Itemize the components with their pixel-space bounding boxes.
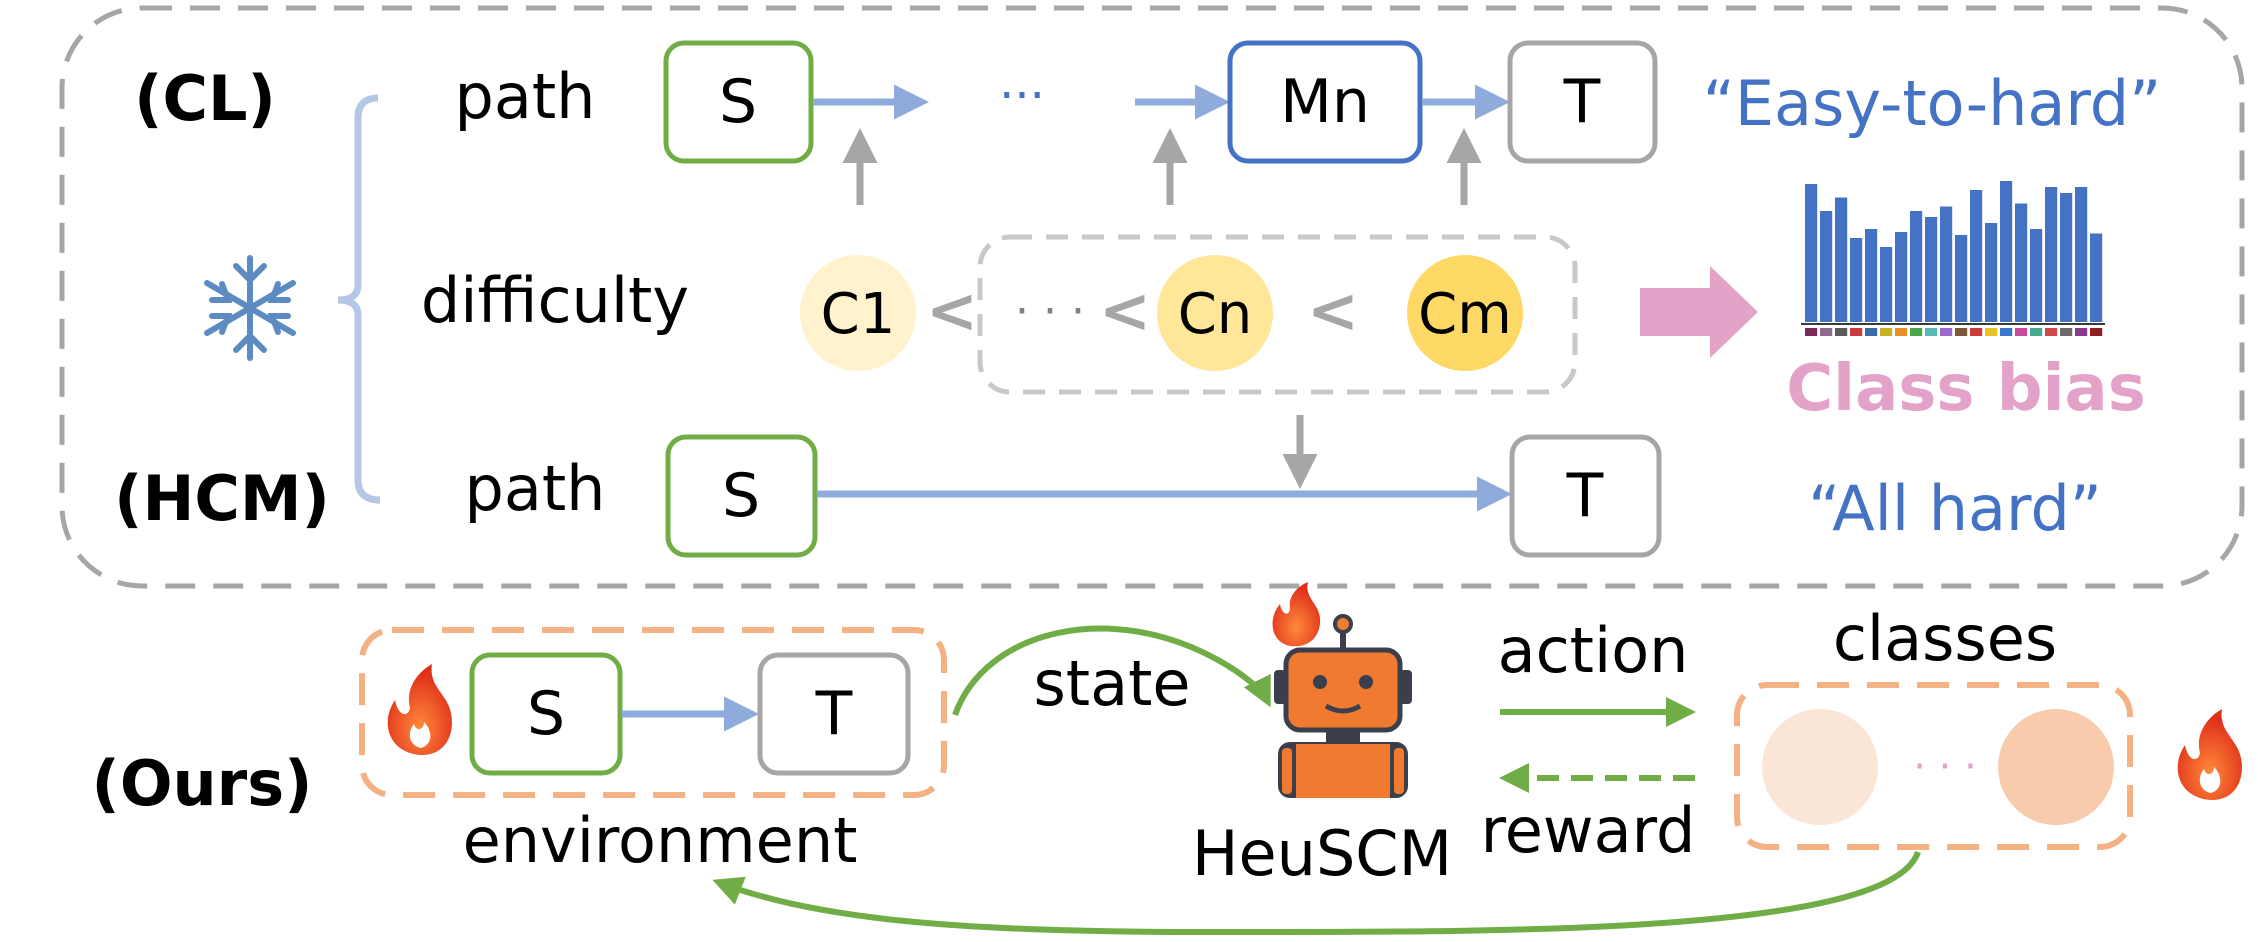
robot-agent-icon [1272,582,1412,798]
hcm-target-node: T [1509,434,1662,558]
bias-swatch [1865,328,1878,336]
ours-label: (Ours) [92,747,313,820]
bias-bar [1910,211,1923,322]
bias-bar [1925,217,1938,322]
svg-text:T: T [815,679,853,749]
reward-label: reward [1481,794,1696,867]
bias-bar [2060,193,2073,322]
difficulty-node-cm [1407,255,1523,371]
class-dots: · · · [1913,744,1977,790]
bias-swatch [1910,328,1923,336]
brace [337,94,381,504]
hcm-path-label: path [465,452,606,525]
classes-box [1734,682,2133,850]
bias-bar [1955,235,1968,322]
bias-swatch [1850,328,1863,336]
bias-bar [2075,187,2088,322]
flame-icon-env [387,664,452,756]
cl-label: (CL) [134,62,276,135]
cl-path-label: path [455,60,596,133]
cl-source-node: S [663,40,814,164]
difficulty-label: difficulty [421,264,689,337]
env-source-node: S [469,652,623,776]
bias-swatch [2045,328,2058,336]
svg-text:T: T [1566,461,1604,531]
feedback-arrow [712,850,1921,936]
svg-text:S: S [722,461,760,531]
bias-swatch [2015,328,2028,336]
less-than-1: < [926,274,978,347]
agent-label: HeuSCM [1192,817,1452,890]
svg-text:T: T [1563,67,1601,137]
bias-arrow [1640,266,1758,358]
bias-swatch [1940,328,1953,336]
state-arrow [952,625,1271,717]
difficulty-node-cm-label: Cm [1418,282,1512,347]
difficulty-node-cn-label: Cn [1178,282,1253,347]
environment-box [359,627,947,798]
svg-text:S: S [719,67,757,137]
bias-swatch [1985,328,1998,336]
easy-to-hard-label: “Easy-to-hard” [1703,67,2162,140]
all-hard-label: “All hard” [1808,472,2102,545]
bias-bar [1865,229,1878,322]
bias-bar [1895,232,1908,322]
difficulty-range-box [977,234,1578,395]
svg-text:Mn: Mn [1280,67,1370,137]
bias-swatch [2000,328,2013,336]
bias-bar [1970,190,1983,322]
bias-bar [1835,197,1848,322]
classes-label: classes [1833,602,2057,675]
less-than-3: < [1307,274,1359,347]
hcm-source-node: S [665,434,818,558]
difficulty-node-cn [1157,255,1273,371]
env-target-node: T [757,652,911,776]
bias-bar [2015,203,2028,322]
cl-ellipsis: ··· [999,68,1045,124]
bias-swatch [2060,328,2073,336]
difficulty-node-c1 [800,255,916,371]
hcm-label: (HCM) [114,462,330,535]
bias-swatch [2090,328,2103,336]
bias-bar [1820,211,1833,322]
action-label: action [1498,614,1689,687]
cl-middle-node: Mn [1227,40,1423,164]
bias-bar [1880,247,1893,322]
class-bias-label: Class bias [1786,352,2146,426]
bias-swatch [1925,328,1938,336]
difficulty-node-c1-label: C1 [821,282,896,347]
bias-bar [1850,238,1863,322]
bias-bar [1940,206,1953,322]
difficulty-dots: · · · [1015,286,1085,337]
class-node-light [1762,709,1878,825]
environment-label: environment [463,804,858,877]
bias-swatch [1820,328,1833,336]
bias-swatch [1880,328,1893,336]
bias-bar [2090,233,2103,322]
class-bias-bar-icon [1801,181,2105,336]
bias-swatch [1805,328,1818,336]
bias-bar [2030,229,2043,322]
bias-bar [2045,187,2058,322]
bias-swatch [1970,328,1983,336]
flame-icon-classes [2177,709,2242,801]
bias-bar [1985,223,1998,322]
bias-swatch [2030,328,2043,336]
svg-text:S: S [527,679,565,749]
top-panel-frame [59,5,2245,589]
state-label: state [1033,647,1190,720]
bias-swatch [2075,328,2088,336]
cl-target-node: T [1507,40,1658,164]
less-than-2: < [1099,274,1151,347]
class-node-dark [1998,709,2114,825]
bias-bar [2000,181,2013,322]
bias-swatch [1955,328,1968,336]
bias-swatch [1895,328,1908,336]
bias-bar [1805,184,1818,322]
bias-swatch [1835,328,1848,336]
snowflake-icon [204,255,296,361]
